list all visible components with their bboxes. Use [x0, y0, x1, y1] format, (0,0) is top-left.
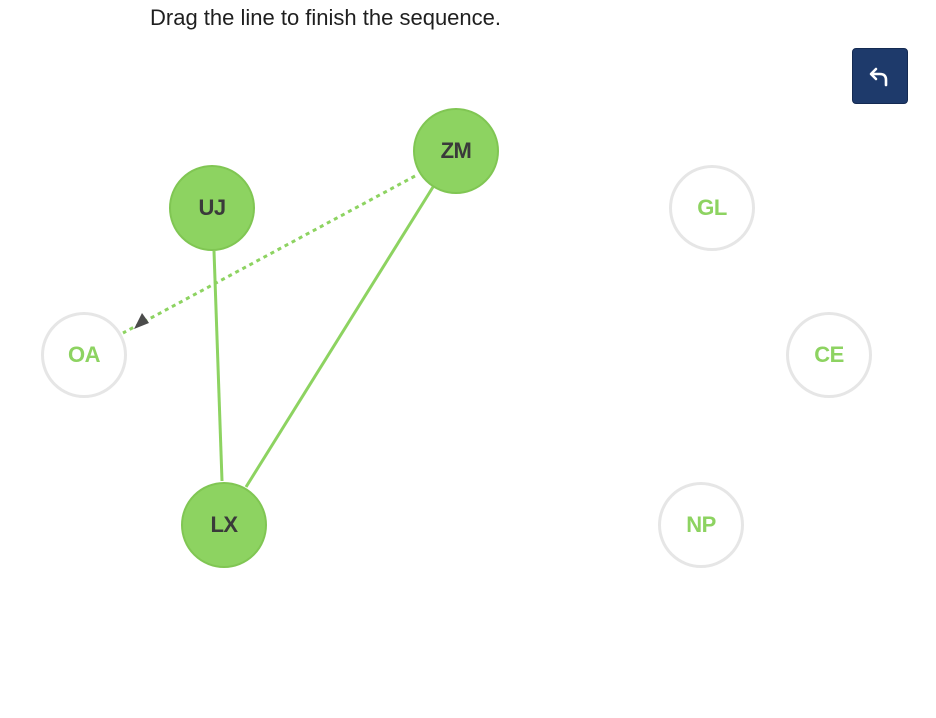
- drag-arrow-handle[interactable]: [134, 313, 149, 329]
- undo-icon: [869, 67, 888, 87]
- node-lx[interactable]: LX: [181, 482, 267, 568]
- node-np-label: NP: [686, 512, 716, 537]
- node-gl[interactable]: GL: [669, 165, 755, 251]
- node-np[interactable]: NP: [658, 482, 744, 568]
- node-ce-label: CE: [814, 342, 844, 367]
- node-zm[interactable]: ZM: [413, 108, 499, 194]
- instruction-text: Drag the line to finish the sequence.: [150, 5, 502, 30]
- node-gl-label: GL: [697, 195, 727, 220]
- drag-line[interactable]: [122, 174, 416, 335]
- node-lx-label: LX: [210, 512, 238, 537]
- node-uj-label: UJ: [198, 195, 226, 220]
- connection-lx-zm: [244, 186, 435, 488]
- connection-uj-lx: [212, 250, 224, 482]
- node-oa[interactable]: OA: [41, 312, 127, 398]
- undo-button[interactable]: [852, 48, 908, 104]
- node-zm-label: ZM: [440, 138, 472, 163]
- node-ce[interactable]: CE: [786, 312, 872, 398]
- node-oa-label: OA: [68, 342, 101, 367]
- node-uj[interactable]: UJ: [169, 165, 255, 251]
